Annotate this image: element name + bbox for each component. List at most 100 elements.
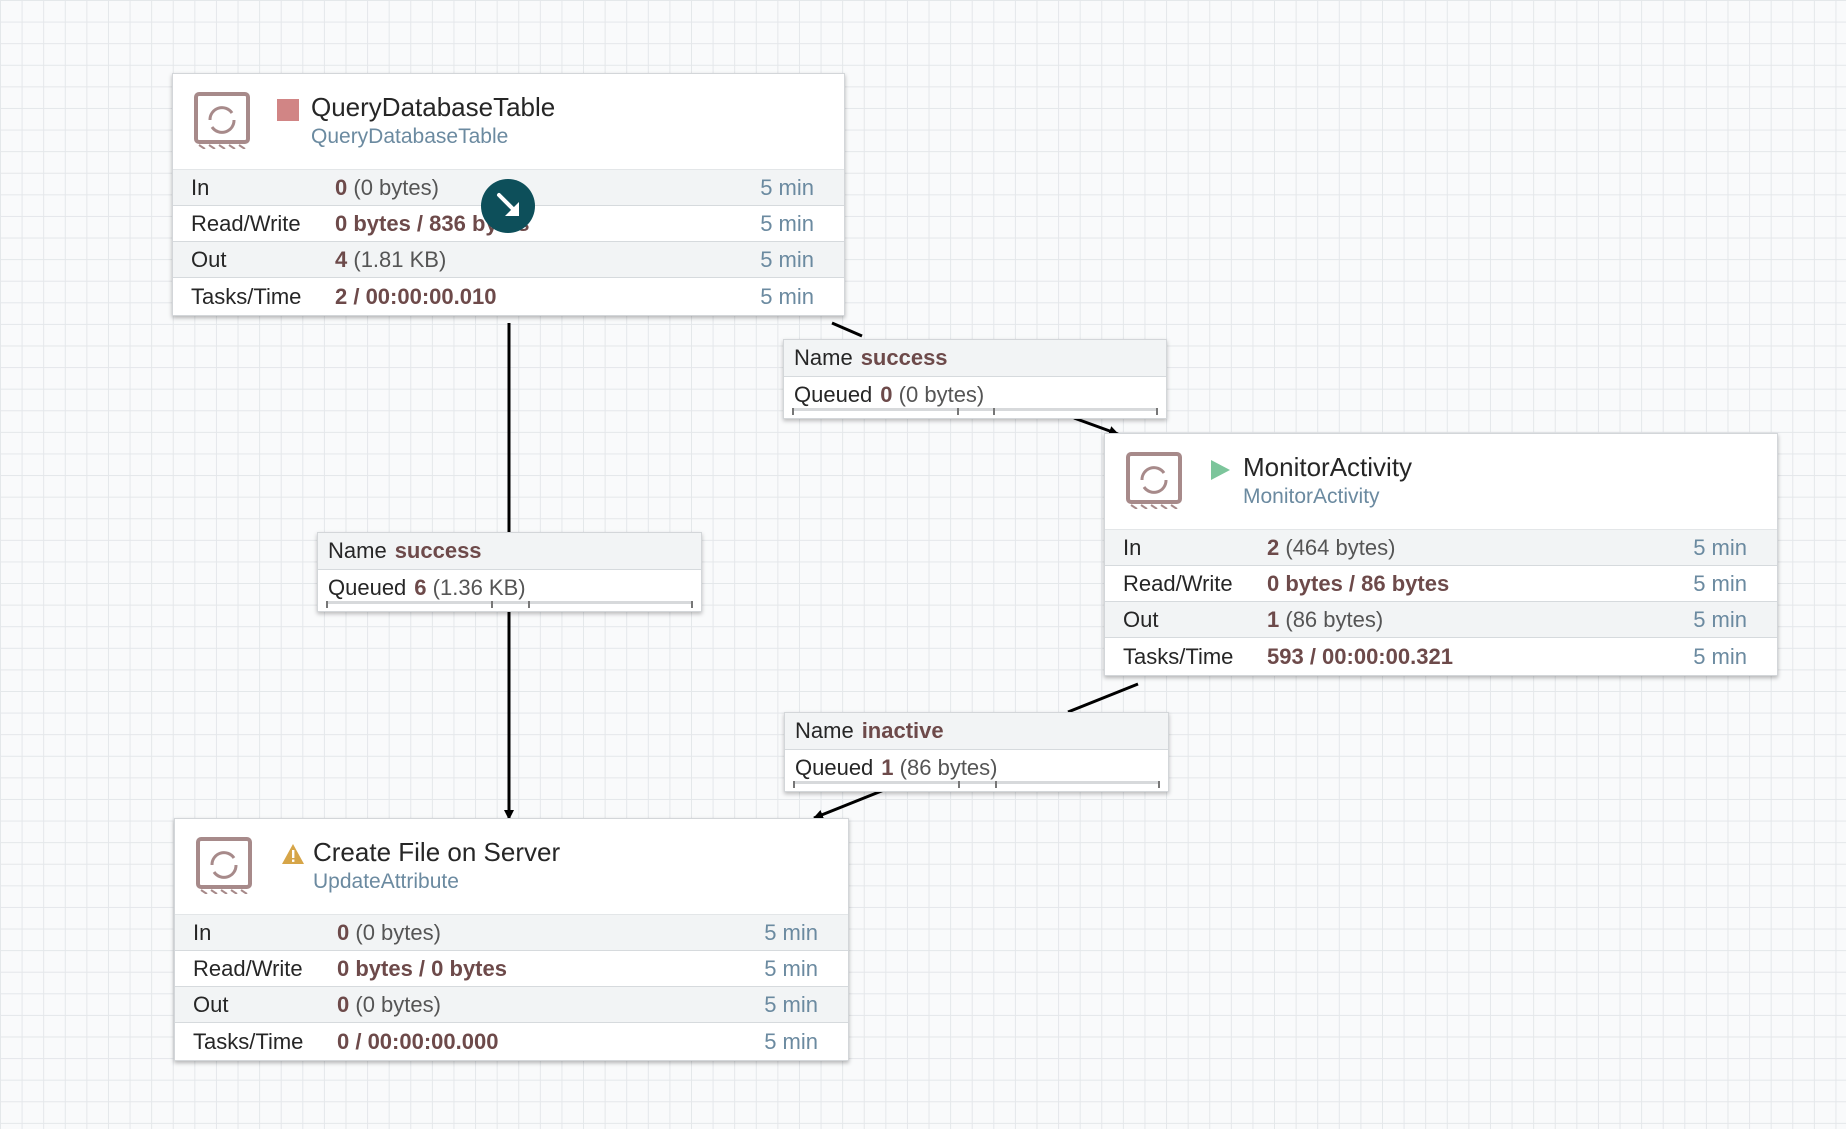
connection-name-label: Name [795,718,854,743]
stat-label: Out [191,247,227,272]
connection-queued-label: Queued [795,755,874,780]
connection-name-row: Name success [318,533,701,570]
stat-row-in: In 0 (0 bytes) 5 min [175,915,848,951]
stat-value: 2 / 00:00:00.010 [335,284,497,309]
connection-line-inactive-a[interactable] [1067,682,1139,714]
stat-label: Read/Write [193,956,303,981]
stat-row-read-write: Read/Write 0 bytes / 86 bytes 5 min [1105,566,1777,602]
connection-label-inactive[interactable]: Name inactive Queued 1 (86 bytes) [784,712,1169,792]
connection-queued-count: 0 [880,382,893,407]
stat-label: Read/Write [1123,571,1233,596]
connection-name: success [394,538,482,563]
processor-stats: In 0 (0 bytes) 5 min Read/Write 0 bytes … [173,169,844,315]
stat-window: 5 min [1693,644,1747,669]
stat-label: In [193,920,212,945]
stat-value: 1 (86 bytes) [1267,607,1384,632]
processor-stats: In 0 (0 bytes) 5 min Read/Write 0 bytes … [175,914,848,1060]
stopped-icon[interactable] [277,99,299,121]
processor-name: Create File on Server [313,837,561,867]
stat-row-tasks-time: Tasks/Time 593 / 00:00:00.321 5 min [1105,638,1777,675]
running-icon[interactable] [1209,459,1231,481]
connection-name-label: Name [328,538,387,563]
processor-icon [196,837,252,894]
backpressure-bar [793,781,1160,788]
processor-create-file-on-server[interactable]: Create File on Server UpdateAttribute In… [174,818,849,1061]
processor-type: QueryDatabaseTable [311,125,509,148]
connection-line-success-monitor-b[interactable] [1073,416,1119,436]
connection-queued-row: Queued 0 (0 bytes) [784,377,1166,413]
stat-row-out: Out 0 (0 bytes) 5 min [175,987,848,1023]
connection-queued-count: 6 [414,575,427,600]
stat-label: Out [1123,607,1159,632]
stat-window: 5 min [760,175,814,200]
connection-name-row: Name success [784,340,1166,377]
stat-row-tasks-time: Tasks/Time 0 / 00:00:00.000 5 min [175,1023,848,1060]
connection-queued-label: Queued [794,382,873,407]
processor-icon [194,92,250,149]
processor-header: Create File on Server UpdateAttribute [175,819,848,914]
stat-value: 593 / 00:00:00.321 [1267,644,1453,669]
connection-queued-row: Queued 1 (86 bytes) [785,750,1168,786]
processor-icon [1126,452,1182,509]
processor-name: MonitorActivity [1243,452,1413,482]
processor-query-database-table[interactable]: QueryDatabaseTable QueryDatabaseTable In… [172,73,845,316]
stat-label: Out [193,992,229,1017]
stat-window: 5 min [1693,535,1747,560]
stat-label: Read/Write [191,211,301,236]
stat-value: 0 bytes / 0 bytes [337,956,507,981]
stat-window: 5 min [764,1029,818,1054]
stat-window: 5 min [1693,607,1747,632]
stat-label: Tasks/Time [193,1029,304,1054]
connection-label-success-monitor[interactable]: Name success Queued 0 (0 bytes) [783,339,1167,419]
stat-label: In [191,175,210,200]
stat-value: 0 (0 bytes) [337,992,441,1017]
stat-label: In [1123,535,1142,560]
stat-label: Tasks/Time [191,284,302,309]
processor-monitor-activity[interactable]: MonitorActivity MonitorActivity In 2 (46… [1104,433,1778,676]
stat-row-in: In 2 (464 bytes) 5 min [1105,530,1777,566]
stat-value: 0 (0 bytes) [335,175,439,200]
connection-queued-row: Queued 6 (1.36 KB) [318,570,701,606]
stat-value: 0 bytes / 86 bytes [1267,571,1450,596]
stat-value: 4 (1.81 KB) [335,247,447,272]
stat-window: 5 min [760,284,814,309]
backpressure-bar [326,601,693,608]
stat-row-tasks-time: Tasks/Time 2 / 00:00:00.010 5 min [173,278,844,315]
connection-queued-count: 1 [881,755,894,780]
processor-header: MonitorActivity MonitorActivity [1105,434,1777,529]
stat-value: 2 (464 bytes) [1267,535,1396,560]
connection-line-success-monitor-a[interactable] [831,321,863,338]
stat-window: 5 min [764,992,818,1017]
cursor-arrow-icon [481,179,535,233]
processor-type: UpdateAttribute [313,870,459,893]
stat-row-out: Out 1 (86 bytes) 5 min [1105,602,1777,638]
connection-queued-label: Queued [328,575,407,600]
backpressure-bar [792,408,1158,415]
stat-value: 0 / 00:00:00.000 [337,1029,499,1054]
connection-queued-size: (86 bytes) [899,755,998,780]
processor-type: MonitorActivity [1243,485,1380,508]
warning-icon[interactable] [281,843,305,865]
connection-queued-size: (0 bytes) [898,382,985,407]
connection-name: success [860,345,948,370]
connection-line-inactive-b[interactable] [813,788,885,820]
stat-value: 0 (0 bytes) [337,920,441,945]
connection-name-row: Name inactive [785,713,1168,750]
connection-queued-size: (1.36 KB) [432,575,526,600]
processor-name: QueryDatabaseTable [311,92,556,122]
stat-window: 5 min [1693,571,1747,596]
connection-label-success-create[interactable]: Name success Queued 6 (1.36 KB) [317,532,702,612]
stat-window: 5 min [764,920,818,945]
stat-window: 5 min [760,211,814,236]
stat-row-out: Out 4 (1.81 KB) 5 min [173,242,844,278]
connection-name: inactive [861,718,944,743]
connection-name-label: Name [794,345,853,370]
processor-header: QueryDatabaseTable QueryDatabaseTable [173,74,844,169]
stat-window: 5 min [764,956,818,981]
stat-label: Tasks/Time [1123,644,1234,669]
processor-stats: In 2 (464 bytes) 5 min Read/Write 0 byte… [1105,529,1777,675]
stat-row-read-write: Read/Write 0 bytes / 0 bytes 5 min [175,951,848,987]
stat-window: 5 min [760,247,814,272]
